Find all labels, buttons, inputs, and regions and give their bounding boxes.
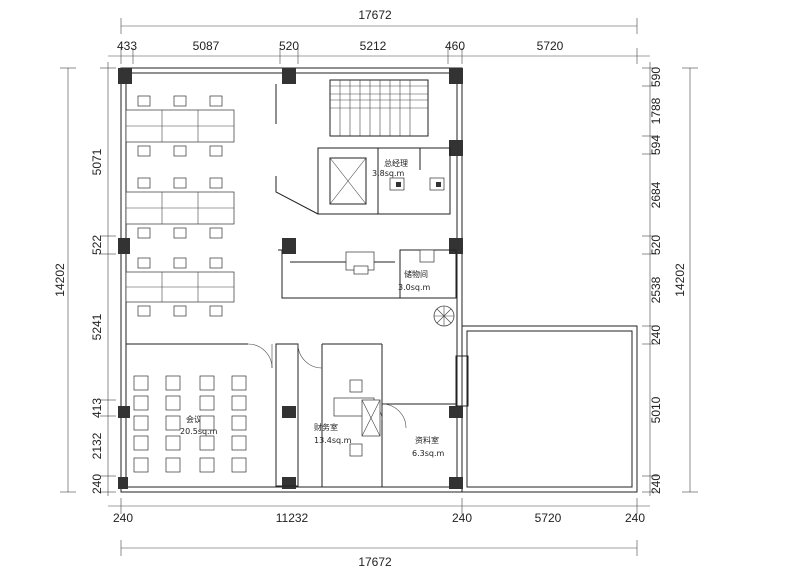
dim-left-total: 14202 (53, 263, 67, 297)
archive-room-label: 资料室 (415, 435, 439, 445)
potted-plant-icon (433, 305, 455, 327)
meeting-chair-array (133, 375, 247, 473)
dim-right-seg: 240 (649, 325, 663, 345)
dimension-lines (60, 18, 698, 556)
finance-room-area: 13.4sq.m (314, 436, 352, 445)
dim-right-seg: 590 (649, 67, 663, 87)
dim-top-seg: 520 (279, 39, 299, 53)
dim-left-seg: 240 (90, 474, 104, 494)
storage-room (399, 249, 457, 299)
manager-room-area: 3.8sq.m (372, 169, 405, 178)
dim-left-seg: 2132 (90, 432, 104, 459)
dim-bottom-seg: 11232 (276, 511, 309, 525)
dim-left-seg: 5241 (90, 313, 104, 340)
dim-bottom-seg: 5720 (535, 511, 562, 525)
dim-top-total: 17672 (358, 8, 392, 22)
manager-office (377, 147, 451, 215)
storage-room-area: 3.0sq.m (398, 283, 431, 292)
finance-room-label: 财务室 (314, 422, 338, 432)
meeting-room-label: 会议 (186, 414, 202, 424)
workstation-cluster-2 (125, 177, 235, 239)
dim-top-seg: 433 (117, 39, 137, 53)
dim-right-seg: 240 (649, 474, 663, 494)
dim-left-seg: 5071 (90, 148, 104, 175)
staircase (329, 79, 429, 137)
dim-right-total: 14202 (673, 263, 687, 297)
interior-walls (126, 84, 469, 487)
dim-top-seg: 5087 (193, 39, 220, 53)
workstation-cluster-3 (125, 257, 235, 317)
dim-top-seg: 460 (445, 39, 465, 53)
dim-bottom-seg: 240 (452, 511, 472, 525)
dim-left-seg: 522 (90, 235, 104, 255)
manager-room-label: 总经理 (384, 158, 408, 168)
dim-bottom-seg: 240 (113, 511, 133, 525)
dim-right-seg: 2538 (649, 276, 663, 303)
finance-desk (333, 379, 381, 457)
dim-right-seg: 5010 (649, 396, 663, 423)
elevator-shaft (317, 147, 379, 215)
dim-right-seg: 520 (649, 235, 663, 255)
dim-bottom-seg: 240 (625, 511, 645, 525)
dim-bottom-total: 17672 (358, 555, 392, 569)
storage-room-label: 储物间 (404, 269, 428, 279)
workstation-cluster-1 (125, 95, 235, 157)
dim-top-seg: 5212 (360, 39, 387, 53)
dim-right-seg: 594 (649, 135, 663, 155)
archive-room-area: 6.3sq.m (412, 449, 445, 458)
dim-top-seg: 5720 (537, 39, 564, 53)
dim-right-seg: 1788 (649, 97, 663, 124)
meeting-room-area: 20.5sq.m (180, 427, 218, 436)
dim-right-seg: 2684 (649, 181, 663, 208)
dim-left-seg: 413 (90, 398, 104, 418)
reception-counter (278, 249, 401, 299)
